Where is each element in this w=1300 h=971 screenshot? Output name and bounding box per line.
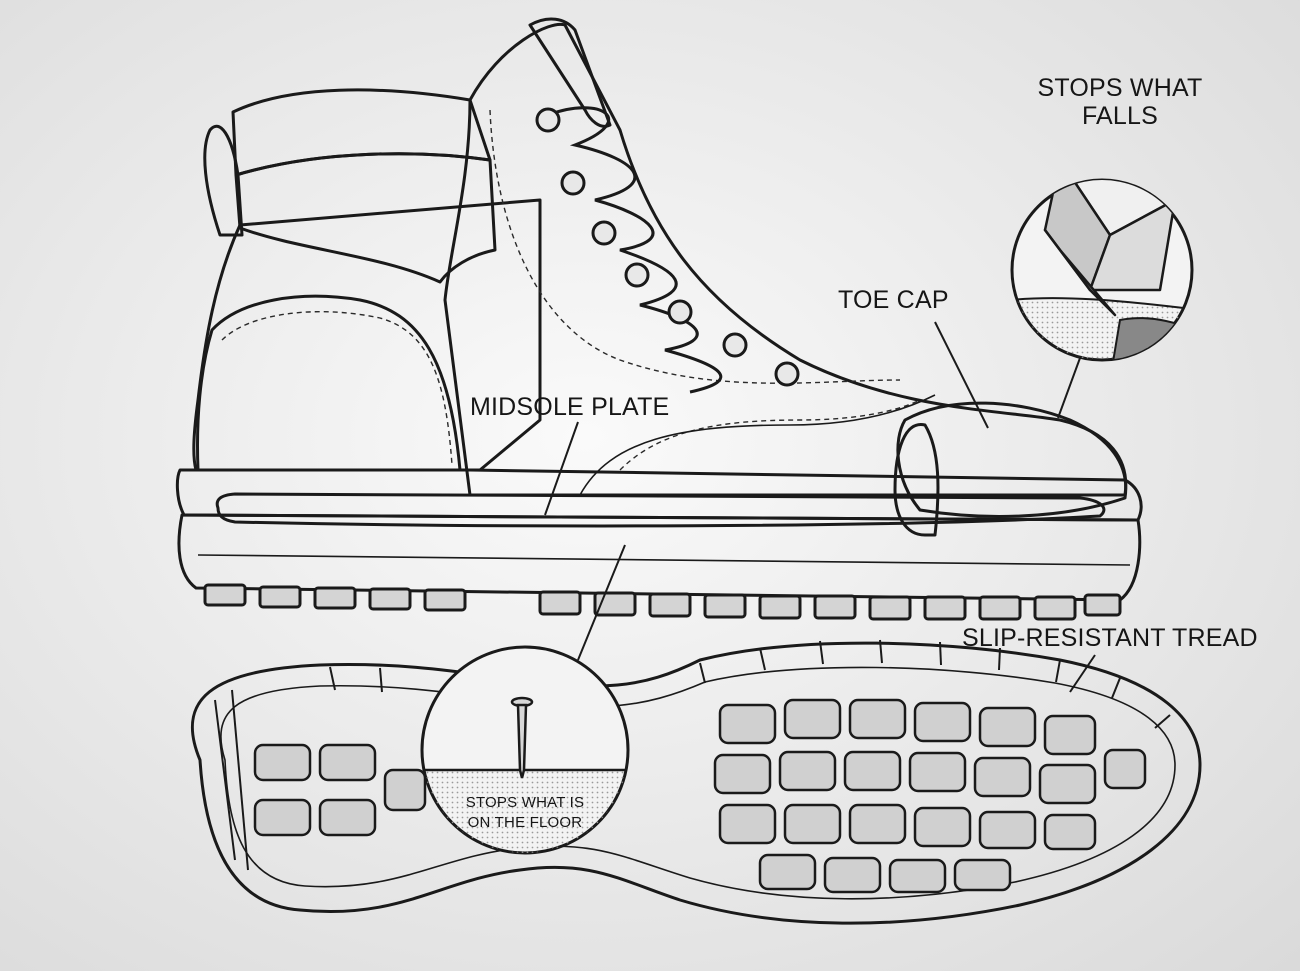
sole-tread-blocks	[253, 698, 1147, 894]
front-panel-seam	[579, 394, 936, 496]
leader-tread	[1069, 654, 1096, 693]
collar-lower-pad	[234, 152, 497, 284]
label-stops-what-is-on-the-floor: STOPS WHAT IS ON THE FLOOR	[435, 793, 615, 833]
side-tread-lugs	[203, 583, 1122, 621]
boot-tongue	[528, 17, 612, 128]
label-floor-line-2: ON THE FLOOR	[467, 814, 583, 831]
rear-quarter-panel	[196, 294, 462, 472]
leader-floor	[577, 544, 626, 661]
leader-toe-cap	[934, 321, 989, 429]
laces	[547, 106, 723, 394]
back-stitching	[221, 311, 453, 466]
eyelets	[535, 107, 800, 387]
leader-lines	[544, 321, 1096, 693]
sole-edge-ribs	[214, 639, 1171, 871]
toe-cap-shell	[896, 401, 1128, 518]
label-stops-what-falls-line-1: STOPS WHAT	[1037, 74, 1203, 102]
midsole-plate	[215, 492, 1106, 528]
label-midsole-plate: MIDSOLE PLATE	[470, 393, 670, 421]
label-toe-cap: TOE CAP	[838, 286, 949, 314]
leader-midsole	[544, 421, 579, 516]
falling-block-icon	[1043, 180, 1177, 317]
front-stitching	[619, 399, 921, 471]
nail-icon	[510, 696, 534, 779]
outsole-line	[197, 554, 1131, 566]
label-floor-line-1: STOPS WHAT IS	[465, 794, 585, 811]
vamp-stitching	[489, 109, 901, 384]
label-stops-what-falls: STOPS WHAT FALLS	[1000, 74, 1240, 130]
toe-cap-opening	[893, 423, 940, 537]
label-slip-resistant-tread: SLIP-RESISTANT TREAD	[962, 624, 1258, 652]
sole-bottom-view	[190, 639, 1202, 925]
label-stops-what-falls-line-2: FALLS	[1081, 102, 1159, 130]
boot-side-view	[175, 17, 1143, 621]
leader-stops-what-falls	[1057, 357, 1081, 419]
